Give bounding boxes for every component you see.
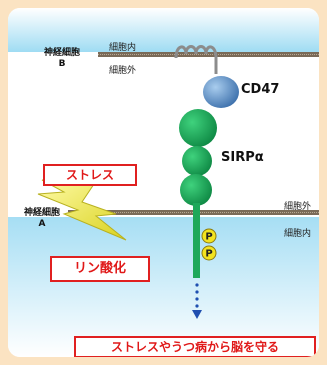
svg-text:P: P [205, 249, 212, 260]
bottom-inside-label: 細胞内 [284, 229, 312, 239]
cd47-molecule [203, 76, 239, 108]
top-outside-label: 細胞外 [109, 66, 137, 76]
neuron-a-cytoplasm [8, 217, 319, 357]
cd47-transmembrane-loops [174, 45, 218, 74]
signal-arrow [192, 283, 202, 319]
stress-box: ストレス [43, 164, 137, 186]
phosphorylation-box: リン酸化 [50, 256, 150, 282]
conclusion-box: ストレスやうつ病から脳を守る [74, 336, 316, 357]
diagram-graphics: P P [8, 8, 319, 357]
neuron-a-letter: A [38, 219, 46, 229]
lightning-bolt [37, 179, 127, 241]
sirpa-label: SIRPα [221, 150, 264, 165]
neuron-a-label: 神経細胞 A [12, 208, 72, 230]
phosphate-group-1: P [201, 228, 217, 244]
diagram-card: P P 神経細胞 B 細胞内 細胞外 CD47 SIRPα ストレス 神経細胞 … [8, 8, 319, 357]
bottom-outside-label: 細胞外 [284, 202, 312, 212]
cd47-label: CD47 [241, 82, 280, 97]
neuron-b-label: 神経細胞 B [32, 48, 92, 70]
neuron-b-letter: B [58, 59, 66, 69]
top-inside-label: 細胞内 [109, 43, 137, 53]
neuron-b-name: 神経細胞 [43, 48, 80, 58]
neuron-b-cytoplasm [8, 8, 319, 52]
svg-text:P: P [205, 232, 212, 243]
neuron-a-name: 神経細胞 [23, 208, 60, 218]
phosphate-group-2: P [201, 245, 217, 261]
